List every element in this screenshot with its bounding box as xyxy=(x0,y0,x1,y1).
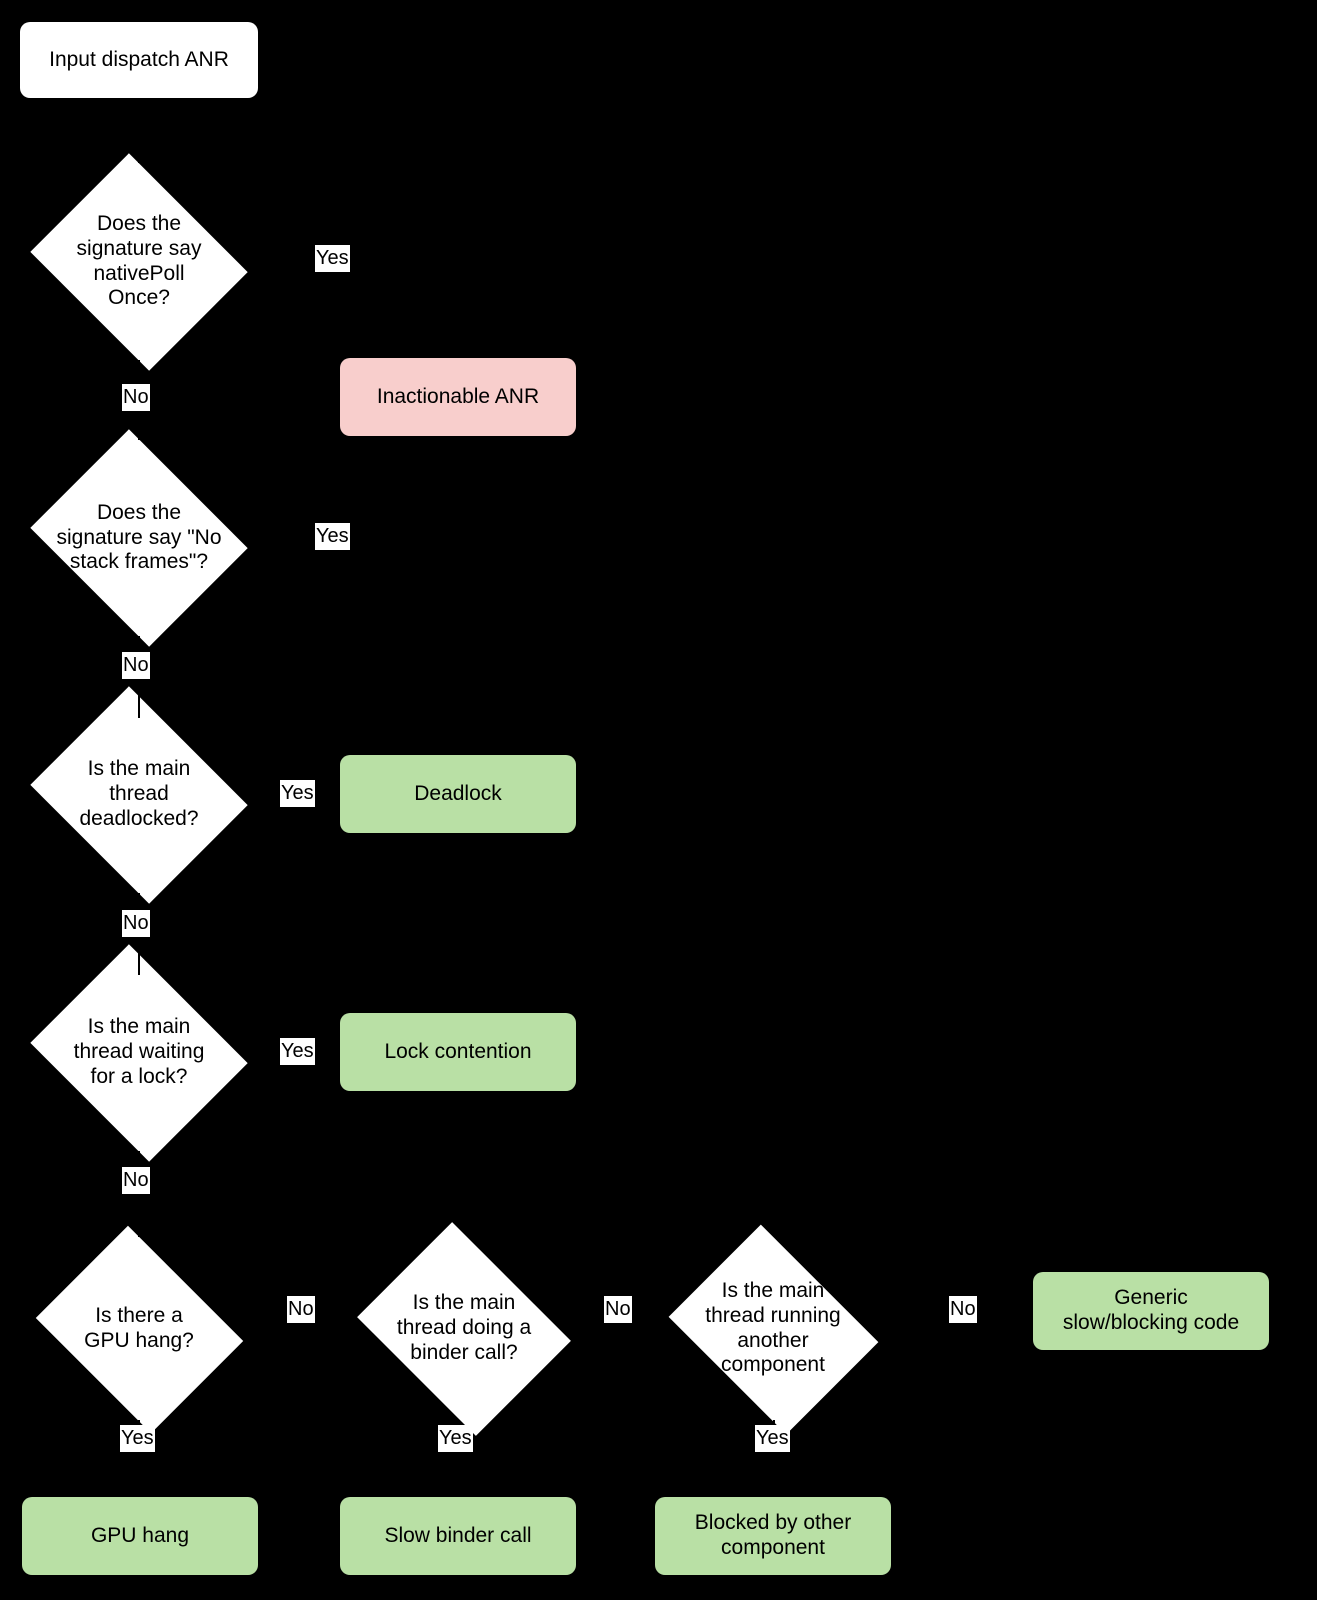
terminal-lock-contention-label: Lock contention xyxy=(384,1039,532,1063)
decision-no-stack-frames[interactable]: Does the signature say "No stack frames"… xyxy=(20,429,258,647)
edge-label-d2-no: No xyxy=(122,652,150,680)
edge-label-d3-yes: Yes xyxy=(280,780,315,808)
edge-label-d2-yes: Yes xyxy=(315,523,350,551)
edge-label-d6-yes: Yes xyxy=(438,1425,473,1453)
edge-label-d5-yes: Yes xyxy=(120,1425,155,1453)
diamond-shape xyxy=(30,685,248,904)
decision-main-thread-deadlocked[interactable]: Is the main thread deadlocked? xyxy=(20,685,258,904)
connector-d7-yes xyxy=(773,1420,775,1497)
connector-d5-yes xyxy=(138,1420,140,1497)
edge-label-d1-yes: Yes xyxy=(315,245,350,273)
edge-label-d1-no: No xyxy=(122,384,150,412)
terminal-gpu-hang[interactable]: GPU hang xyxy=(22,1497,258,1575)
terminal-inactionable-anr[interactable]: Inactionable ANR xyxy=(340,358,576,436)
node-start-label: Input dispatch ANR xyxy=(49,47,229,71)
edge-label-d5-no: No xyxy=(287,1296,315,1324)
diamond-shape xyxy=(35,1225,244,1433)
terminal-deadlock[interactable]: Deadlock xyxy=(340,755,576,833)
terminal-generic-slow-blocking-code[interactable]: Generic slow/blocking code xyxy=(1033,1272,1269,1350)
connector-start-to-d1 xyxy=(138,98,140,163)
terminal-blocked-by-other-component[interactable]: Blocked by other component xyxy=(655,1497,891,1575)
edge-label-d4-yes: Yes xyxy=(280,1038,315,1066)
diamond-shape xyxy=(30,429,248,647)
decision-binder-call[interactable]: Is the main thread doing a binder call? xyxy=(340,1221,588,1436)
diamond-shape xyxy=(30,943,248,1162)
edge-label-d4-no: No xyxy=(122,1167,150,1195)
node-start[interactable]: Input dispatch ANR xyxy=(20,22,258,98)
terminal-deadlock-label: Deadlock xyxy=(414,781,502,805)
terminal-slow-binder-call-label: Slow binder call xyxy=(384,1523,532,1547)
decision-running-another-component[interactable]: Is the main thread running another compo… xyxy=(655,1224,891,1434)
terminal-gpu-hang-label: GPU hang xyxy=(90,1523,190,1547)
terminal-lock-contention[interactable]: Lock contention xyxy=(340,1013,576,1091)
decision-gpu-hang[interactable]: Is there a GPU hang? xyxy=(20,1225,258,1433)
connector-d1-yes-v xyxy=(456,260,458,358)
connector-d2-yes xyxy=(258,537,458,539)
connector-d6-yes xyxy=(456,1420,458,1497)
terminal-inactionable-anr-label: Inactionable ANR xyxy=(376,384,540,408)
decision-waiting-for-lock[interactable]: Is the main thread waiting for a lock? xyxy=(20,943,258,1162)
edge-label-d3-no: No xyxy=(122,910,150,938)
edge-label-d6-no: No xyxy=(604,1296,632,1324)
diamond-shape xyxy=(30,152,248,371)
connector-d1-yes xyxy=(258,260,458,262)
diamond-shape xyxy=(357,1221,571,1436)
decision-nativepollonce[interactable]: Does the signature say nativePoll Once? xyxy=(20,152,258,371)
terminal-slow-binder-call[interactable]: Slow binder call xyxy=(340,1497,576,1575)
edge-label-d7-no: No xyxy=(949,1296,977,1324)
terminal-generic-slow-blocking-code-label: Generic slow/blocking code xyxy=(1062,1286,1240,1334)
terminal-blocked-by-other-component-label: Blocked by other component xyxy=(694,1511,852,1559)
edge-label-d7-yes: Yes xyxy=(755,1425,790,1453)
diamond-shape xyxy=(668,1224,879,1434)
